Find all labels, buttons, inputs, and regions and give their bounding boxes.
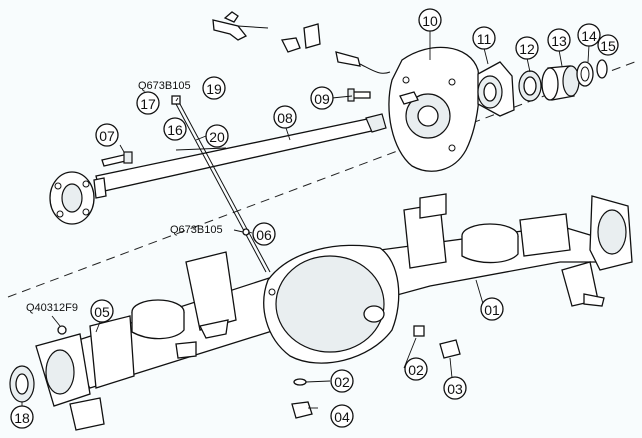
- svg-text:14: 14: [581, 28, 597, 44]
- axle-shaft: [49, 113, 387, 225]
- svg-text:10: 10: [422, 13, 438, 29]
- callout-15: 15: [597, 34, 619, 56]
- part-code-top: Q673B105: [138, 80, 191, 92]
- svg-text:02: 02: [334, 374, 350, 390]
- callout-02-bottom: 02: [330, 369, 354, 393]
- wheel-stud-07: [101, 151, 133, 167]
- callout-12: 12: [515, 36, 539, 60]
- svg-text:01: 01: [484, 302, 500, 318]
- retaining-ring-14: [576, 61, 594, 87]
- callout-08: 08: [273, 105, 297, 129]
- callout-02-right: 02: [404, 357, 428, 381]
- svg-text:11: 11: [477, 31, 492, 47]
- bearing-housing: [477, 61, 515, 117]
- callout-01: 01: [480, 297, 504, 321]
- svg-text:07: 07: [99, 128, 115, 144]
- callout-17: 17: [136, 91, 160, 115]
- callout-05: 05: [90, 299, 114, 323]
- part-code-middle: Q673B105: [170, 224, 223, 236]
- svg-text:16: 16: [167, 122, 183, 138]
- callout-14: 14: [577, 23, 601, 47]
- callout-11: 11: [472, 26, 496, 50]
- svg-text:15: 15: [600, 38, 616, 54]
- callout-04: 04: [330, 404, 354, 428]
- svg-text:03: 03: [447, 381, 463, 397]
- svg-text:19: 19: [206, 81, 222, 97]
- svg-text:18: 18: [14, 410, 30, 426]
- callout-06: 06: [252, 222, 276, 246]
- svg-text:09: 09: [314, 91, 330, 107]
- wheel-bearing-13: [541, 65, 580, 101]
- svg-text:06: 06: [256, 227, 272, 243]
- vent-tube: [171, 95, 271, 273]
- callout-10: 10: [418, 8, 442, 32]
- svg-text:04: 04: [334, 409, 350, 425]
- snap-ring-15: [596, 59, 608, 79]
- svg-text:08: 08: [277, 110, 293, 126]
- callout-16: 16: [163, 117, 187, 141]
- svg-text:17: 17: [140, 96, 156, 112]
- brake-backing-plate: [388, 46, 480, 172]
- svg-text:05: 05: [94, 304, 110, 320]
- svg-text:12: 12: [519, 41, 535, 57]
- part-code-left: Q40312F9: [26, 302, 78, 314]
- drain-plug-right: [413, 325, 461, 359]
- washer-05: [57, 325, 67, 335]
- callout-09: 09: [310, 86, 334, 110]
- axle-housing: [35, 193, 633, 431]
- callout-18: 18: [10, 405, 34, 429]
- svg-text:02: 02: [408, 362, 424, 378]
- oil-seal-18: [9, 365, 35, 403]
- svg-text:20: 20: [209, 129, 225, 145]
- callout-13: 13: [547, 28, 571, 52]
- callout-07: 07: [95, 123, 119, 147]
- svg-text:13: 13: [551, 33, 567, 49]
- callouts: 10 11 12 13 14 15 19 17: [10, 8, 619, 429]
- bolt-09: [347, 88, 371, 102]
- drain-plug-bottom: [291, 378, 313, 419]
- abs-sensor-bracket: [212, 11, 391, 74]
- callout-19: 19: [202, 76, 226, 100]
- callout-20: 20: [205, 124, 229, 148]
- oil-seal-12: [518, 70, 542, 102]
- callout-03: 03: [443, 376, 467, 400]
